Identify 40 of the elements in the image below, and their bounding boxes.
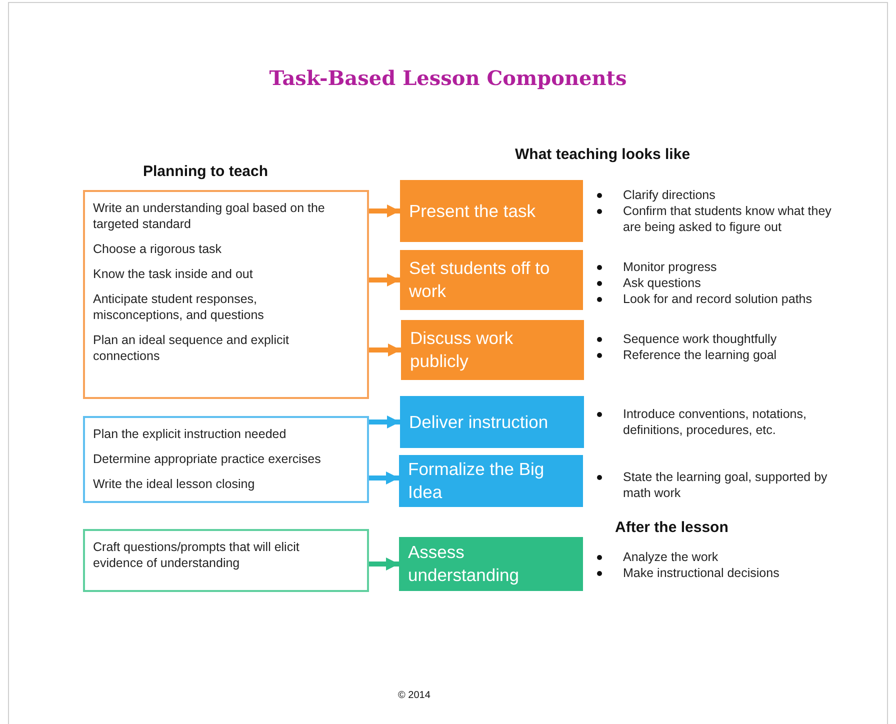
bullet-text: Analyze the work <box>623 550 718 564</box>
arrow <box>369 416 400 428</box>
step-box: Discuss work publicly <box>401 320 584 380</box>
bullet-text: Clarify directions <box>623 188 716 202</box>
diagram-title: Task-Based Lesson Components <box>268 66 628 90</box>
step-box: Assess understanding <box>399 537 583 591</box>
planning-item: Plan the explicit instruction needed <box>93 426 288 442</box>
bullet-text: Monitor progress <box>623 260 717 274</box>
section-heading: Planning to teach <box>143 163 268 180</box>
planning-item: Write the ideal lesson closing <box>93 476 256 492</box>
bullet-text: Introduce conventions, notations, definitions, procedures, etc. <box>623 407 806 437</box>
arrow <box>369 274 400 286</box>
bullet-text: Reference the learning goal <box>623 348 777 362</box>
step-box: Set students off to work <box>400 250 583 310</box>
planning-item: Craft questions/prompts that will elicit evidence of understanding <box>93 539 300 571</box>
section-heading: What teaching looks like <box>515 146 690 163</box>
arrow <box>369 204 400 218</box>
bullet-text: Ask questions <box>623 276 701 290</box>
bullet-text: Look for and record solution paths <box>623 292 812 306</box>
bullet-text: Make instructional decisions <box>623 566 780 580</box>
planning-item: Anticipate student responses, misconceptions, and questions <box>93 291 265 323</box>
copyright-note: © 2014 <box>398 690 430 701</box>
step-box: Deliver instruction <box>400 396 584 448</box>
arrow <box>369 344 401 356</box>
planning-item: Determine appropriate practice exercises <box>93 451 322 467</box>
bullet-text: State the learning goal, supported by math work <box>623 470 828 500</box>
step-box: Formalize the Big Idea <box>399 455 583 507</box>
planning-list-box <box>83 416 369 503</box>
bullet-text: Sequence work thoughtfully <box>623 332 777 346</box>
planning-item: Write an understanding goal based on the targeted standard <box>93 200 326 232</box>
planning-item: Plan an ideal sequence and explicit connections <box>93 332 290 364</box>
arrow <box>369 472 399 484</box>
arrow <box>369 558 399 570</box>
planning-item: Know the task inside and out <box>93 266 254 282</box>
section-heading: After the lesson <box>615 519 728 536</box>
step-box: Present the task <box>400 180 583 242</box>
bullet-text: Confirm that students know what they are being asked to figure out <box>623 204 832 234</box>
planning-list-box <box>83 190 369 399</box>
planning-item: Choose a rigorous task <box>93 241 223 257</box>
planning-list-box <box>83 529 369 592</box>
